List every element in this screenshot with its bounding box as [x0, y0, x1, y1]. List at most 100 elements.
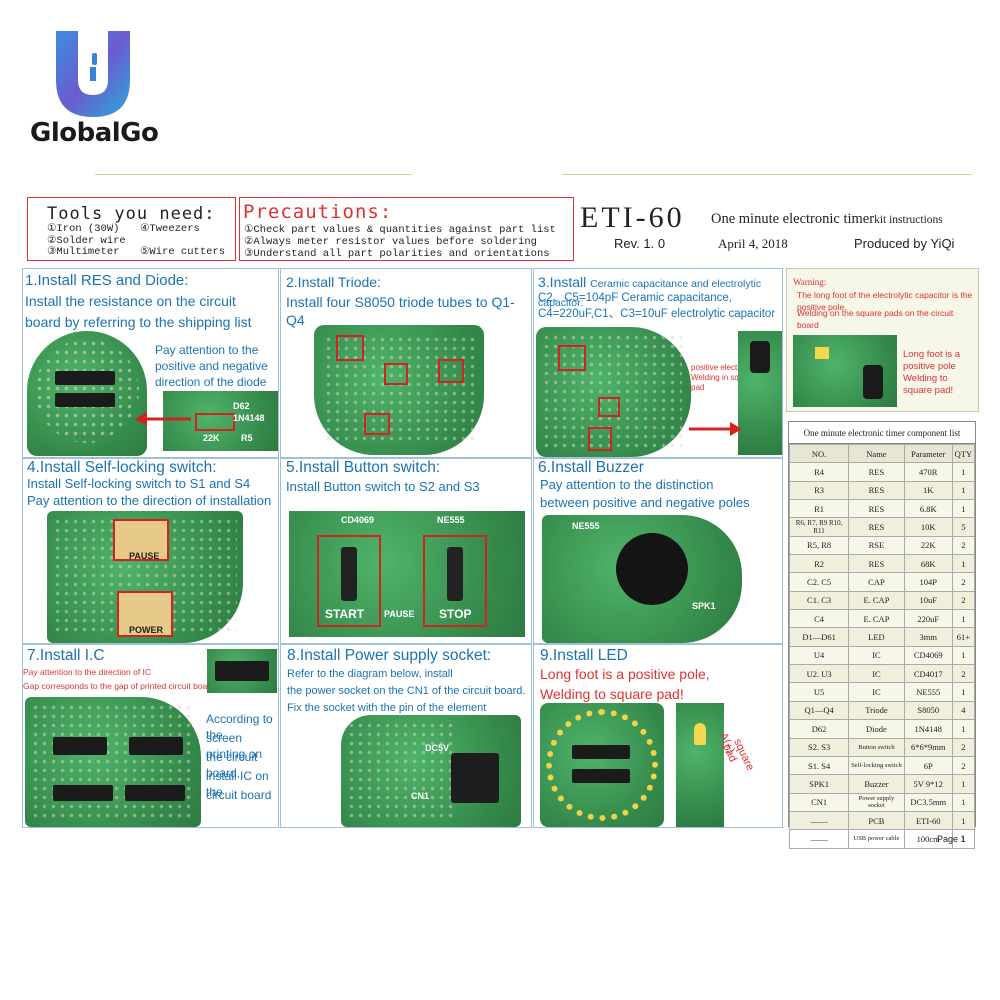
label-start: START	[325, 607, 365, 621]
table-cell: C4	[788, 609, 850, 629]
produced-by: Produced by YiQi	[854, 236, 955, 251]
table-cell: R5, R8	[788, 535, 850, 556]
table-cell: 22K	[903, 535, 953, 556]
table-cell: 1	[951, 609, 976, 629]
label-22k: 22K	[203, 433, 220, 443]
table-cell: C1. C3	[788, 590, 850, 611]
step-3-panel: 3.Install Ceramic capacitance and electr…	[533, 268, 783, 458]
table-cell: S1. S4	[788, 755, 850, 776]
divider	[562, 174, 972, 175]
table-cell: 1	[951, 829, 976, 849]
table-cell: 2	[951, 755, 976, 776]
table-cell: RES	[848, 462, 905, 482]
diode-closeup-image: D62 1N4148 22K R5	[163, 391, 278, 451]
component-list-caption: One minute electronic timer component li…	[789, 422, 975, 444]
step-3-note: Welding in square	[691, 373, 755, 382]
step-7-note: install IC on the	[206, 769, 269, 799]
tools-item: ④Tweezers	[140, 223, 200, 235]
globalgo-logo-icon	[56, 31, 130, 117]
step-5-title: 5.Install Button switch:	[286, 459, 441, 476]
table-cell: 68K	[903, 554, 953, 574]
table-cell: 1	[951, 810, 976, 831]
table-cell: IC	[848, 645, 905, 666]
step-7-note: screen printing on	[206, 731, 263, 761]
step-7-text: Gap corresponds to the gap of printed ci…	[23, 681, 215, 691]
label-spk1: SPK1	[692, 601, 716, 611]
table-cell: RES	[848, 480, 905, 501]
step-6-panel: 6.Install Buzzer Pay attention to the di…	[533, 458, 783, 644]
step-7-note: the circuit board,	[206, 750, 258, 780]
table-cell: IC	[848, 664, 905, 684]
label-pause: PAUSE	[384, 609, 415, 619]
col-header-name: Name	[848, 443, 905, 464]
table-cell: 6*6*9mm	[903, 737, 953, 757]
step-6-text: between positive and negative poles	[540, 495, 750, 510]
step-4-panel: 4.Install Self-locking switch: Install S…	[22, 458, 279, 644]
label-ne555: NE555	[437, 515, 465, 525]
table-cell: RES	[848, 554, 905, 574]
label-stop: STOP	[439, 607, 472, 621]
table-cell: ——	[788, 829, 850, 849]
table-cell: R6, R7, R9 R10, R11	[788, 517, 850, 537]
step-5-text: Install Button switch to S2 and S3	[286, 479, 480, 494]
table-cell: 1	[951, 499, 976, 519]
table-cell: D1—D61	[788, 627, 850, 647]
tools-item: ①Iron (30W)	[47, 223, 120, 235]
circuit-board-image	[27, 331, 147, 456]
precaution-item: ③Understand all part polarities and orie…	[244, 248, 550, 260]
buzzer-board-image: NE555 SPK1	[542, 515, 742, 643]
table-cell: R2	[788, 554, 850, 574]
step-2-panel: 2.Install Triode: Install four S8050 tri…	[280, 268, 532, 458]
col-header-no: NO.	[788, 443, 850, 464]
table-cell: NE555	[903, 682, 953, 702]
table-cell: LED	[848, 627, 905, 647]
label-cd4069: CD4069	[341, 515, 375, 525]
tools-item: ②Solder wire	[47, 235, 126, 247]
step-5-panel: 5.Install Button switch: Install Button …	[280, 458, 532, 644]
table-cell: Button switch	[848, 737, 905, 757]
step-1-panel: 1.Install RES and Diode: Install the res…	[22, 268, 279, 458]
step-6-text: Pay attention to the distinction	[540, 477, 714, 492]
table-cell: D62	[788, 719, 850, 739]
step-7-text: Pay attention to the direction of IC	[23, 667, 152, 677]
table-cell: 61+	[951, 627, 976, 647]
table-cell: CD4069	[903, 645, 953, 666]
warning-callout: Welding to square pad!	[903, 373, 954, 396]
triode-board-image	[314, 325, 484, 455]
table-cell: 1	[951, 682, 976, 702]
table-cell: U5	[788, 682, 850, 702]
step-6-title: 6.Install Buzzer	[538, 459, 644, 476]
table-cell: CD4017	[903, 664, 953, 684]
step-8-panel: 8.Install Power supply socket: Refer to …	[280, 644, 532, 828]
table-cell: 2	[951, 737, 976, 757]
precautions-title: Precautions:	[243, 201, 393, 223]
col-header-parameter: Parameter	[903, 443, 953, 464]
subtitle-main: One minute electronic timer	[711, 211, 875, 227]
table-cell: USB power cable	[848, 829, 905, 849]
button-board-image: CD4069 NE555 START PAUSE STOP	[289, 511, 525, 637]
table-cell: 470R	[903, 462, 953, 482]
table-cell: 10K	[903, 517, 953, 537]
step-3-title: 3.Install Ceramic capacitance and electr…	[538, 274, 782, 312]
step-3-note: pad	[691, 383, 705, 392]
step-9-title: 9.Install LED	[540, 647, 628, 664]
table-cell: R3	[788, 480, 850, 501]
power-socket-board-image: DC5V CN1	[341, 715, 521, 827]
table-cell: DC3.5mm	[903, 792, 953, 812]
led-closeup-image	[676, 703, 724, 827]
divider	[95, 174, 412, 175]
table-cell: 3mm	[903, 627, 953, 647]
ic-board-image	[25, 697, 201, 827]
step-3-note: positive electrode	[691, 363, 754, 372]
table-cell: R1	[788, 499, 850, 519]
